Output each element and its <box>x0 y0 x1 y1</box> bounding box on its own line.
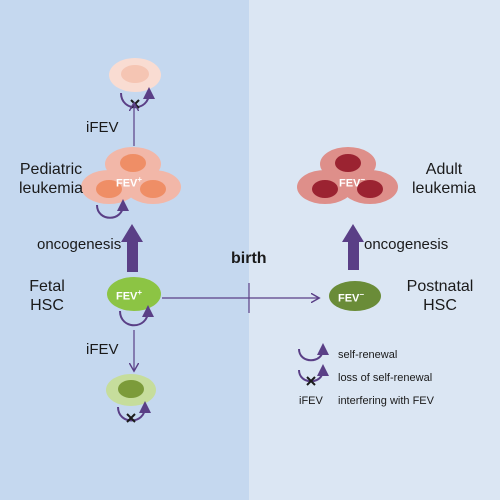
postnatal-panel <box>249 0 500 500</box>
birth-label: birth <box>231 250 267 267</box>
fetal-hsc-cell <box>107 277 161 311</box>
pediatric-leukemia-cells <box>81 147 181 204</box>
fev-plus-pediatric-label: FEV+ <box>116 175 143 190</box>
legend-loss-self-renewal-label: loss of self-renewal <box>338 372 433 384</box>
pediatric-leukemia-label: Pediatric leukemia <box>18 161 84 197</box>
oncogenesis-arrow-right <box>342 224 364 270</box>
adult-leukemia-label: Adult leukemia <box>411 161 477 197</box>
faded-fetal-cell <box>106 374 156 406</box>
self-renewal-icon-fetal <box>119 305 154 327</box>
postnatal-hsc-label: Postnatal HSC <box>406 278 474 314</box>
ifev-label-bottom: iFEV <box>86 341 119 358</box>
legend-ifev-meaning: interfering with FEV <box>338 395 434 407</box>
legend-loss-self-renewal-icon <box>298 364 329 386</box>
self-renewal-icon-pediatric <box>96 199 129 219</box>
fev-minus-adult-label: FEV− <box>339 175 366 190</box>
fetal-hsc-label: Fetal HSC <box>29 278 65 314</box>
oncogenesis-arrow-left <box>121 224 143 272</box>
adult-leukemia-cells <box>297 147 398 204</box>
fev-minus-postnatal-label: FEV− <box>338 290 365 305</box>
ifev-label-top: iFEV <box>86 119 119 136</box>
legend-self-renewal-label: self-renewal <box>338 349 398 361</box>
loss-self-renewal-icon-bottom <box>117 401 151 423</box>
postnatal-hsc-cell <box>329 281 381 311</box>
loss-self-renewal-icon-top <box>120 87 155 109</box>
legend-self-renewal-icon <box>298 343 329 362</box>
faded-pediatric-cell <box>109 58 161 92</box>
oncogenesis-label-left: oncogenesis <box>37 236 122 253</box>
fev-plus-fetal-label: FEV+ <box>116 288 143 303</box>
oncogenesis-label-right: oncogenesis <box>364 236 449 253</box>
legend-ifev-key: iFEV <box>299 395 323 407</box>
